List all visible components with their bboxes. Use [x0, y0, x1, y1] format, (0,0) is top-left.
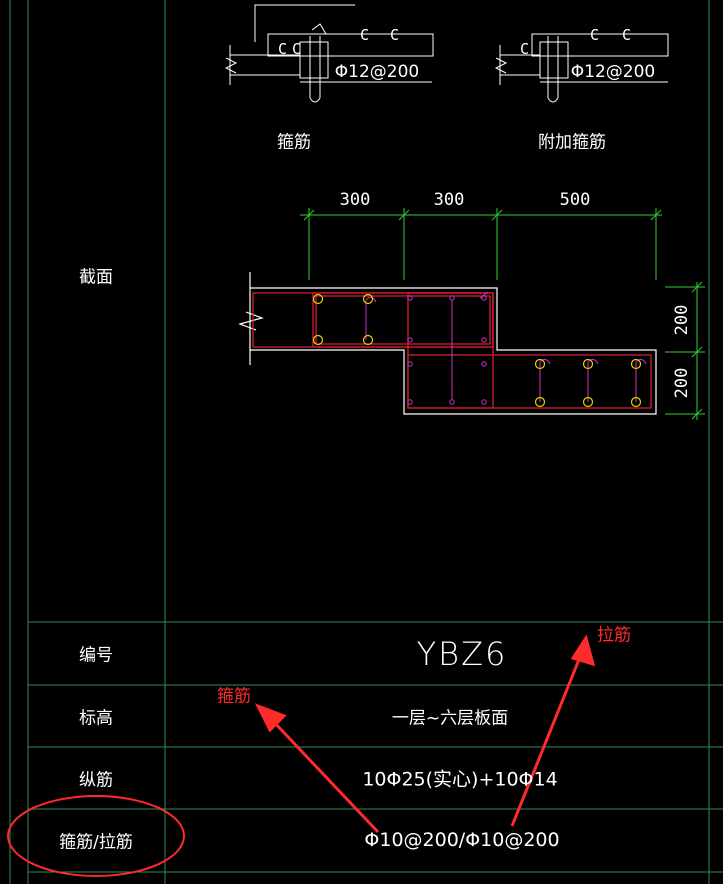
svg-text:C: C — [390, 26, 399, 44]
rebar-14 — [481, 295, 487, 301]
rebar-25 — [582, 396, 594, 408]
rebar-14 — [481, 399, 487, 405]
rebar-25 — [534, 358, 546, 370]
table-grid — [9, 0, 723, 884]
dimension-right-2: 200 — [672, 367, 692, 399]
rebar-14 — [407, 399, 413, 405]
tie-bars — [365, 291, 647, 402]
row-label-elevation: 标高 — [79, 708, 113, 729]
rebar-25 — [582, 358, 594, 370]
svg-text:C: C — [590, 26, 599, 44]
row-value-id: YBZ6 — [416, 635, 508, 673]
svg-text:C: C — [360, 26, 369, 44]
rebar-14 — [449, 295, 455, 301]
rebar-25 — [630, 358, 642, 370]
rebar-14 — [407, 295, 413, 301]
extra-hoop-detail: C C C — [494, 26, 669, 103]
row-label-longitudinal: 纵筋 — [79, 770, 113, 791]
hoop-detail: C C C C — [224, 4, 434, 103]
longitudinal-rebar — [312, 293, 642, 408]
dimension-top-2: 300 — [433, 190, 465, 210]
rebar-25 — [312, 293, 324, 305]
dimension-top-3: 500 — [559, 190, 591, 210]
annotation-tie-bar: 拉筋 — [597, 625, 631, 646]
hoops — [252, 292, 652, 409]
dimension-top-1: 300 — [339, 190, 371, 210]
rebar-14 — [481, 361, 487, 367]
small-rebar — [407, 295, 487, 405]
rebar-14 — [407, 337, 413, 343]
rebar-14 — [481, 337, 487, 343]
row-label-section: 截面 — [79, 267, 113, 288]
row-value-elevation: 一层~六层板面 — [391, 708, 509, 729]
rebar-25 — [312, 334, 324, 346]
svg-text:C: C — [520, 40, 529, 58]
highlight-ellipse — [7, 795, 185, 877]
rebar-14 — [449, 399, 455, 405]
dimension-lines — [300, 208, 705, 420]
annotation-arrows — [254, 634, 596, 834]
rebar-25 — [362, 334, 374, 346]
row-value-longitudinal: 10Φ25(实心)+10Φ14 — [362, 768, 558, 791]
rebar-14 — [407, 361, 413, 367]
section-outline — [238, 272, 657, 415]
annotation-hoop: 箍筋 — [217, 686, 251, 707]
svg-text:C: C — [622, 26, 631, 44]
row-label-hoop-tie: 箍筋/拉筋 — [59, 832, 133, 853]
svg-text:C: C — [292, 40, 301, 58]
svg-text:C: C — [278, 40, 287, 58]
hoop-detail-title: 箍筋 — [277, 132, 311, 153]
extra-hoop-spec-label: Φ12@200 — [570, 62, 656, 82]
row-value-hoop-tie: Φ10@200/Φ10@200 — [364, 829, 560, 851]
row-label-id: 编号 — [79, 645, 113, 666]
rebar-25 — [534, 396, 546, 408]
hoop-spec-label: Φ12@200 — [334, 62, 420, 82]
extra-hoop-detail-title: 附加箍筋 — [538, 132, 606, 153]
rebar-25 — [630, 396, 642, 408]
dimension-right-1: 200 — [672, 304, 692, 336]
rebar-25 — [362, 293, 374, 305]
